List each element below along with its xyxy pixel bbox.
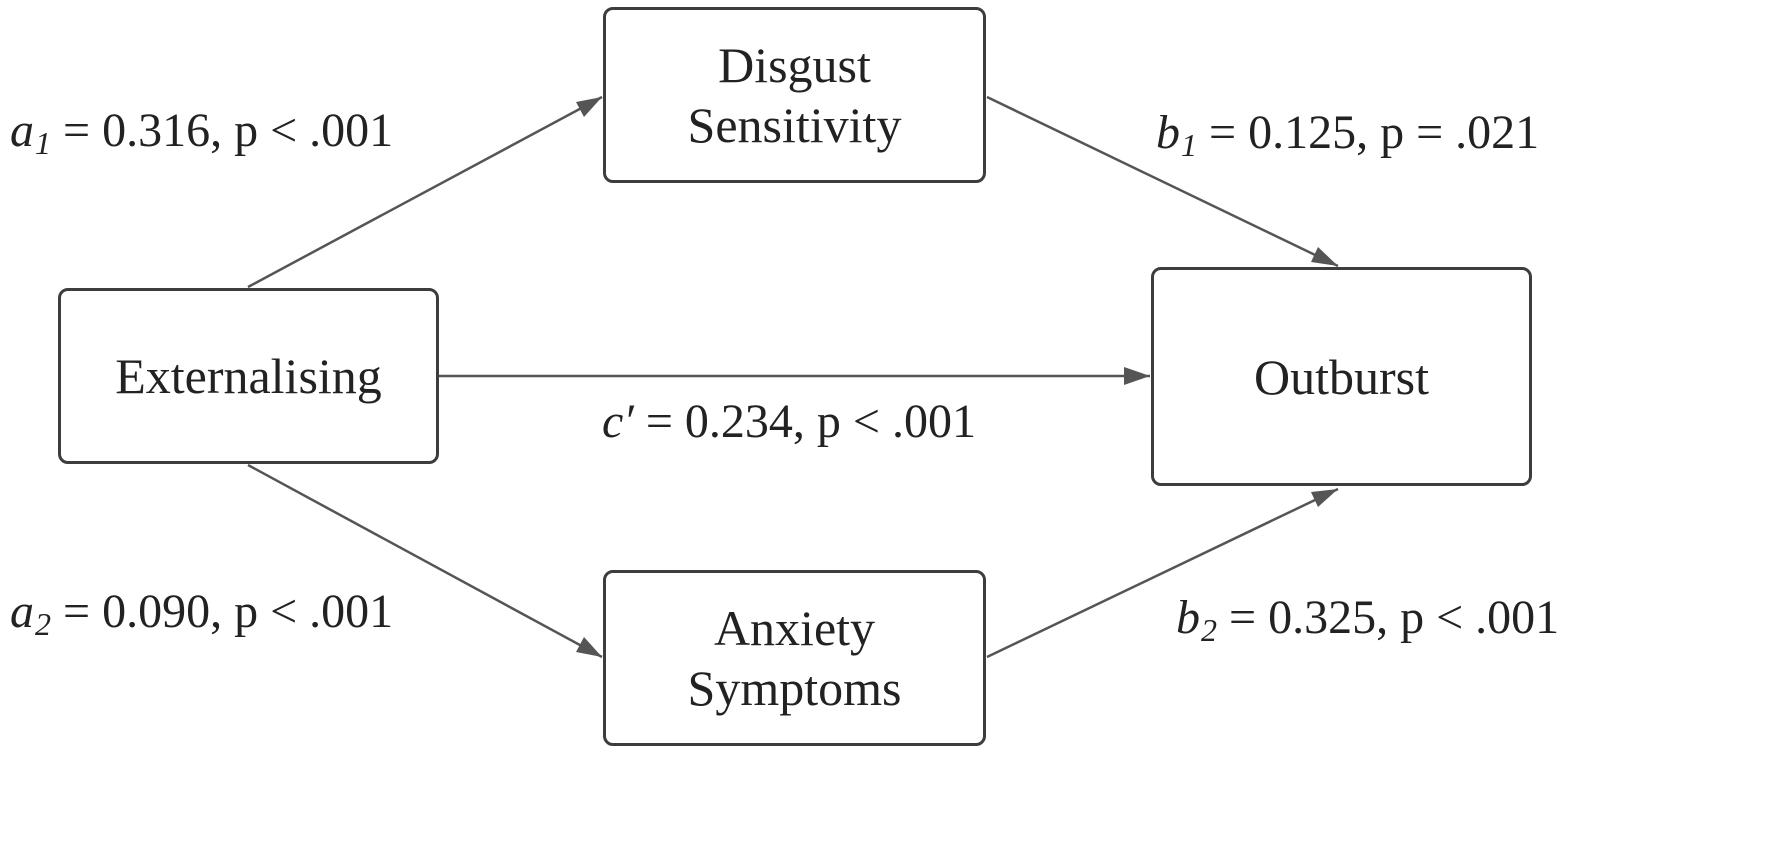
path-label-a1-stat: = 0.316, p < .001 [63,104,394,157]
path-label-b2: b2 = 0.325, p < .001 [1176,590,1559,650]
path-label-a2: a2 = 0.090, p < .001 [10,584,393,644]
arrow-b2 [986,487,1339,659]
arrow-b1 [986,95,1339,268]
node-anxiety-symptoms-line-2: Symptoms [687,660,902,716]
arrowhead-b2 [1311,489,1338,507]
node-anxiety-symptoms-line-1: Anxiety [713,600,876,656]
node-outburst: Outburst [1151,267,1532,486]
arrowhead-b1 [1311,247,1338,266]
node-disgust-sensitivity: Disgust Sensitivity [603,7,986,183]
path-label-a2-stat: = 0.090, p < .001 [63,585,394,638]
arrowhead-a1 [576,97,602,117]
arrow-a1 [247,95,603,289]
path-label-a2-symbol: a [10,585,34,638]
node-externalising-label: Externalising [115,348,382,404]
path-label-b2-symbol: b [1176,591,1200,644]
path-label-b1-stat: = 0.125, p = .021 [1209,106,1540,159]
path-label-b1-symbol: b [1156,106,1180,159]
path-label-a2-subscript: 2 [35,606,51,642]
arrowhead-c-prime [1124,367,1150,385]
node-disgust-sensitivity-line-1: Disgust [718,37,871,93]
path-label-b1: b1 = 0.125, p = .021 [1156,105,1539,165]
path-label-c-prime-stat: = 0.234, p < .001 [645,395,976,448]
path-label-b1-subscript: 1 [1181,127,1197,163]
node-externalising: Externalising [58,288,439,464]
path-label-a1: a1 = 0.316, p < .001 [10,103,393,163]
node-outburst-label: Outburst [1254,348,1429,405]
arrowhead-a2 [576,637,602,657]
node-anxiety-symptoms: Anxiety Symptoms [603,570,986,746]
path-label-a1-symbol: a [10,104,34,157]
path-label-a1-subscript: 1 [35,125,51,161]
path-label-b2-subscript: 2 [1201,612,1217,648]
path-label-c-prime-symbol: c′ [602,395,634,448]
path-label-c-prime: c′ = 0.234, p < .001 [602,394,976,450]
node-disgust-sensitivity-line-2: Sensitivity [687,97,902,153]
path-label-b2-stat: = 0.325, p < .001 [1229,591,1560,644]
arrow-a2 [247,463,603,659]
